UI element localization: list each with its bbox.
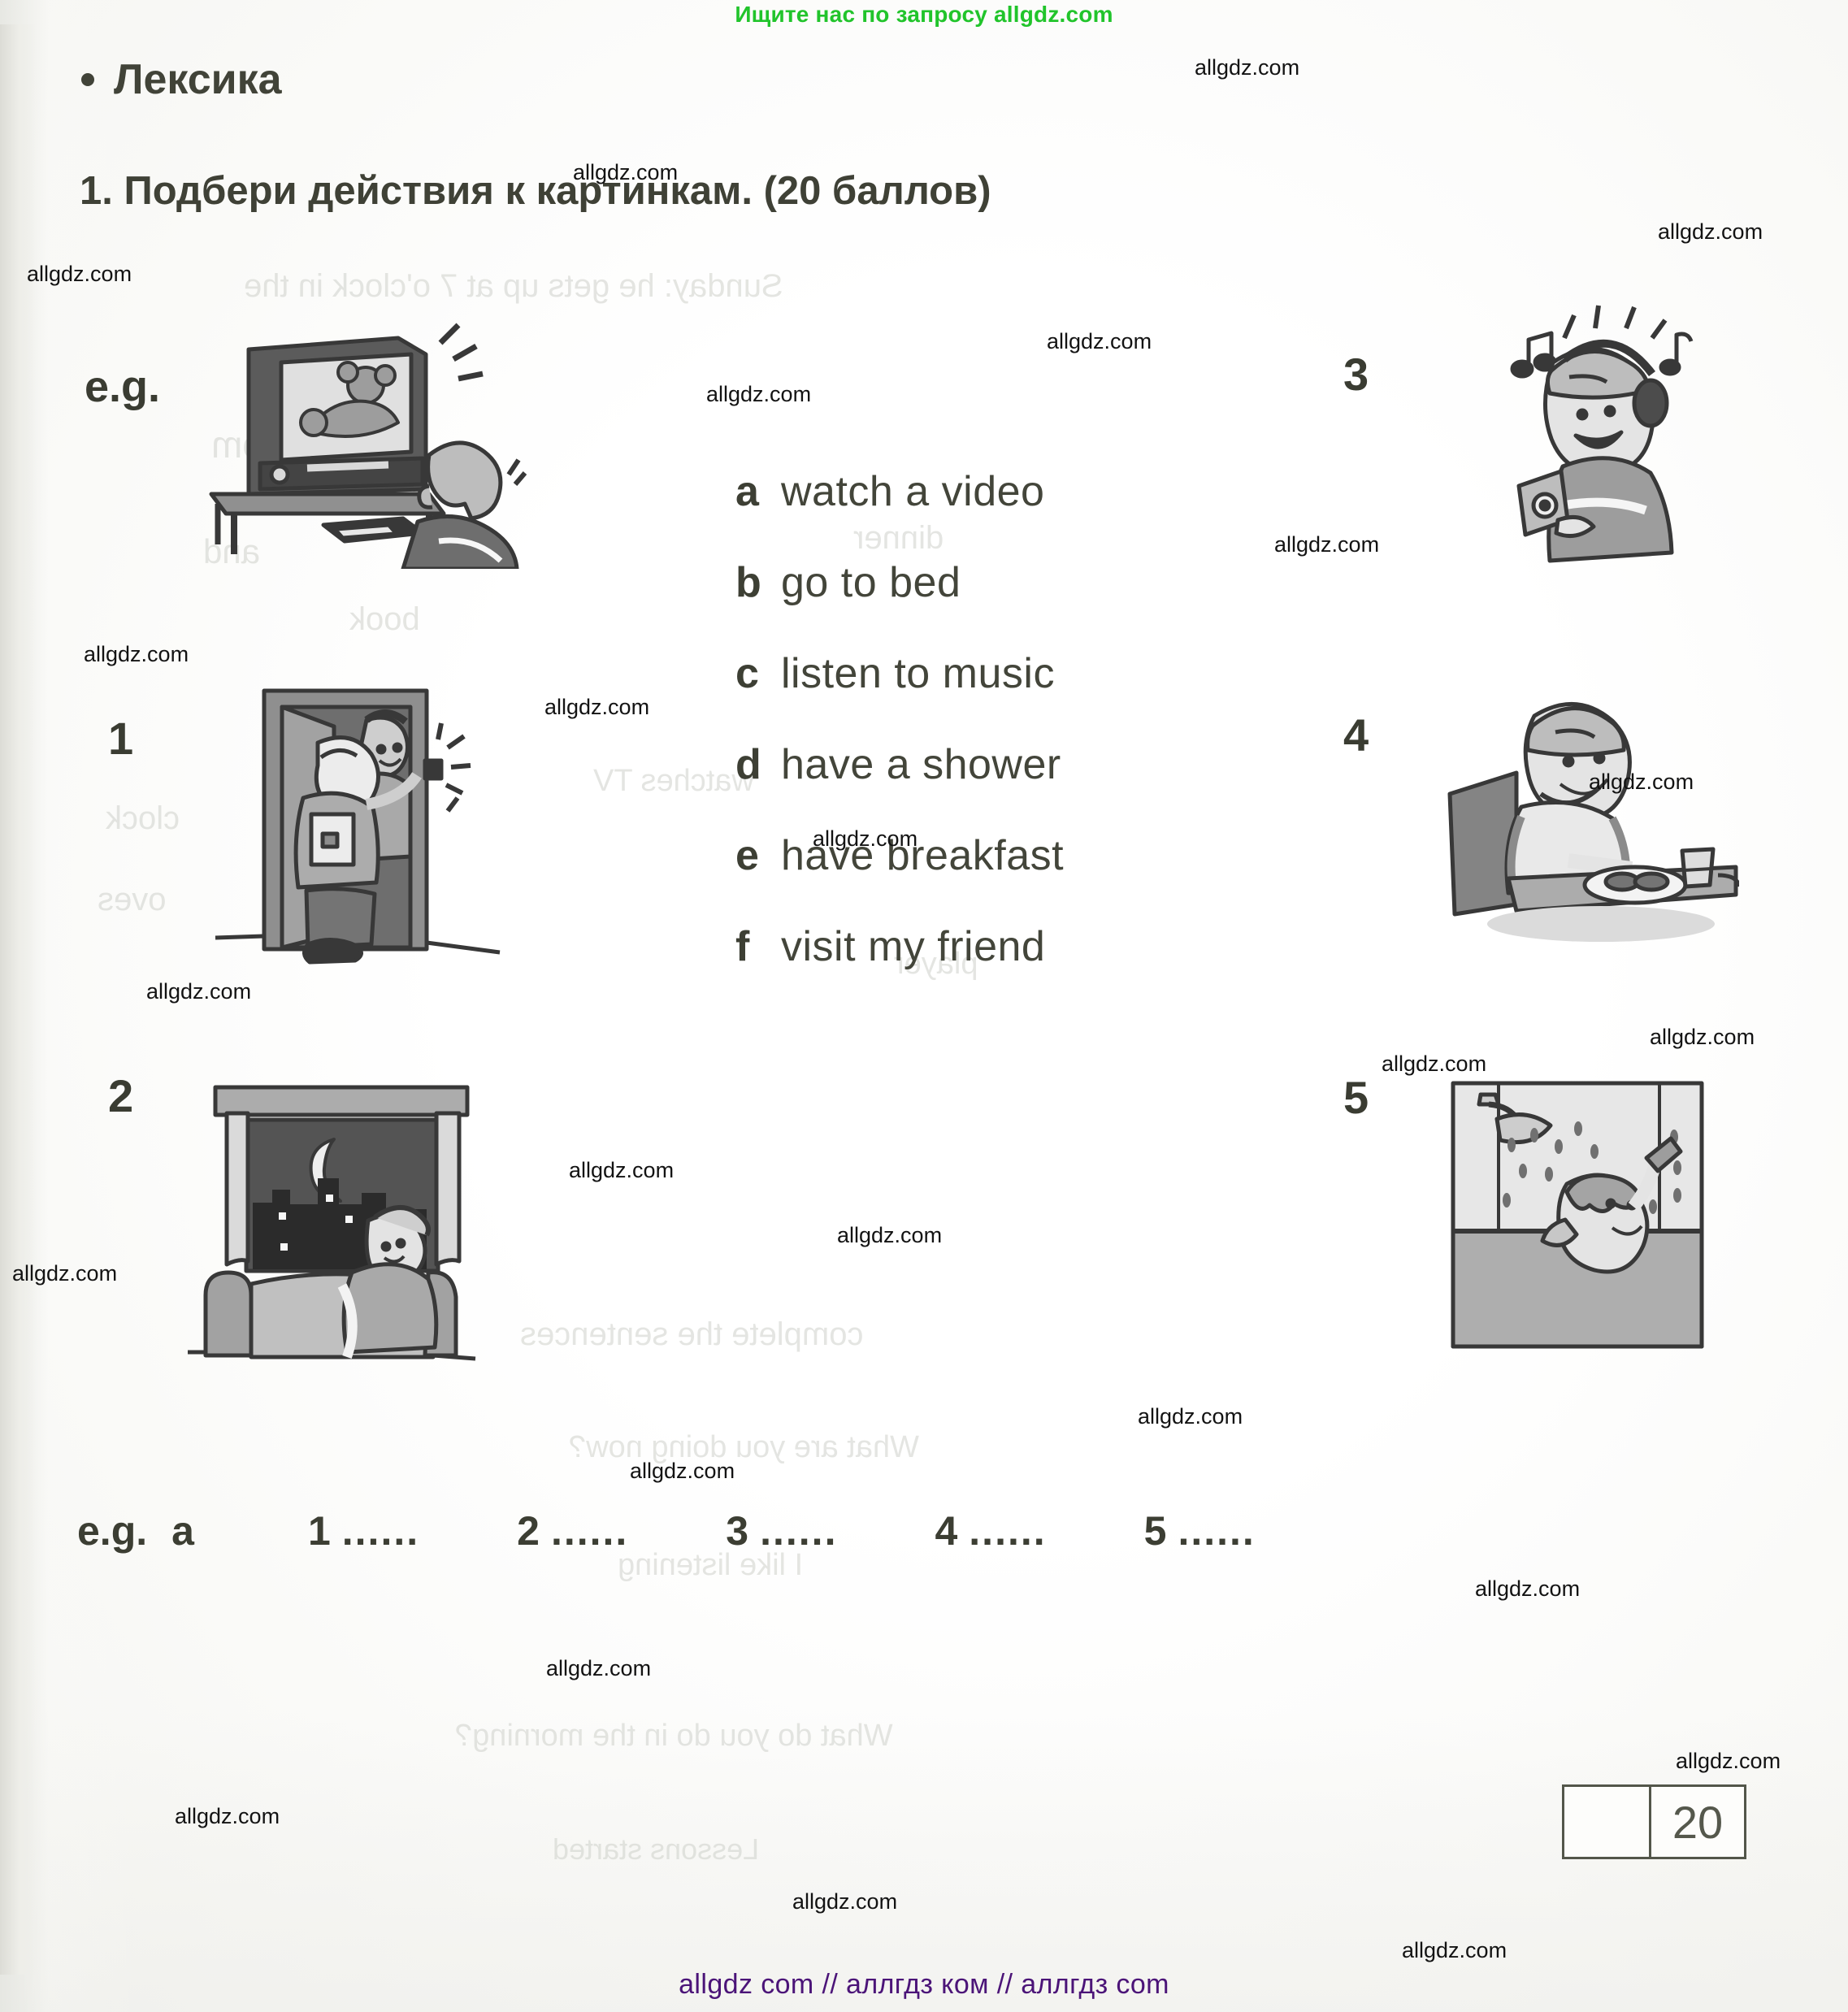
word-text-d: have a shower [781,741,1061,788]
watermark-stamp: allgdz.com [84,642,189,666]
watermark-stamp: allgdz.com [1676,1749,1781,1773]
ghost-text: Lessons started [553,1832,760,1866]
answer-blank-1[interactable]: 1...... [308,1507,419,1555]
answer-number-4: 4 [935,1508,958,1554]
watermark-stamp: allgdz.com [1138,1404,1243,1429]
breakfast-icon [1438,687,1739,955]
ghost-text: What are you doing now? [569,1430,919,1464]
word-letter-c: c [735,650,759,697]
shower-icon [1445,1077,1713,1353]
ghost-text: Sunday: he gets up at 7 o'clock in the [244,268,783,304]
word-list-item: b go to bed [735,558,1191,607]
answer-dots-2: ...... [550,1508,629,1554]
word-letter-e: e [735,832,759,879]
watermark-stamp: allgdz.com [1382,1052,1487,1076]
answer-dots-5: ...... [1178,1508,1256,1554]
ghost-text: book [349,601,420,637]
ghost-text: clock [106,800,180,836]
watermark-stamp: allgdz.com [630,1459,735,1483]
word-letter-f: f [735,923,750,970]
answer-blank-5[interactable]: 5...... [1144,1507,1256,1555]
watermark-stamp: allgdz.com [146,979,252,1004]
word-text-c: listen to music [781,650,1055,697]
answer-dots-1: ...... [341,1508,420,1554]
site-footer: allgdz com // аллгдз ком // аллгдз com [679,1969,1169,2000]
watermark-stamp: allgdz.com [27,262,132,286]
ghost-text: oves [98,882,167,917]
tv-video-icon [185,301,527,569]
word-text-f: visit my friend [781,923,1046,970]
watermark-stamp: allgdz.com [175,1804,280,1828]
word-list-item: c listen to music [735,649,1191,698]
word-letter-d: d [735,741,761,788]
watermark-stamp: allgdz.com [1195,55,1300,80]
watermark-stamp: allgdz.com [1402,1938,1507,1962]
section-heading-label: Лексика [114,56,282,103]
headphones-icon [1467,293,1727,593]
watermark-stamp: allgdz.com [544,695,650,719]
watermark-stamp: allgdz.com [1274,532,1380,557]
picture-label-3: 3 [1343,349,1369,400]
watermark-stamp: allgdz.com [569,1158,675,1182]
word-text-e: have breakfast [781,832,1065,879]
answer-dots-3: ...... [760,1508,838,1554]
watermark-stamp: allgdz.com [706,382,812,406]
answer-dots-4: ...... [969,1508,1047,1554]
word-list-item: f visit my friend [735,922,1191,971]
doorbell-icon [207,683,508,975]
score-total-cell: 20 [1672,1796,1724,1848]
bullet-icon [81,73,94,86]
watermark-stamp: allgdz.com [1650,1025,1755,1049]
word-text-a: watch a video [781,468,1045,515]
night-bed-icon [183,1081,532,1373]
word-text-b: go to bed [781,559,961,606]
picture-label-1: 1 [108,713,134,764]
promo-banner: Ищите нас по запросу allgdz.com [735,2,1113,27]
word-list-item: a watch a video [735,467,1191,516]
answer-blank-4[interactable]: 4...... [935,1507,1046,1555]
score-box: 20 [1562,1784,1746,1859]
answer-number-2: 2 [517,1508,540,1554]
section-heading: Лексика [81,55,282,104]
picture-label-4: 4 [1343,709,1369,761]
watermark-stamp: allgdz.com [1475,1576,1581,1601]
picture-label-5: 5 [1343,1072,1369,1123]
answer-row: e.g. a 1...... 2...... 3...... 4...... 5… [77,1507,1703,1555]
picture-label-2: 2 [108,1070,134,1121]
answer-example-value: a [171,1508,194,1554]
task-heading: 1. Подбери действия к картинкам. (20 бал… [80,169,991,213]
watermark-stamp: allgdz.com [792,1889,898,1914]
page-spine-shadow [0,24,36,1975]
action-word-list: a watch a video b go to bed c listen to … [735,467,1191,1013]
watermark-stamp: allgdz.com [1658,219,1763,244]
answer-blank-3[interactable]: 3...... [726,1507,837,1555]
ghost-text: What do you do in the morning? [455,1719,893,1753]
watermark-stamp: allgdz.com [837,1223,943,1247]
picture-label-eg: e.g. [85,362,161,411]
answer-blank-2[interactable]: 2...... [517,1507,628,1555]
answer-number-5: 5 [1143,1508,1167,1554]
watermark-stamp: allgdz.com [546,1656,652,1680]
watermark-stamp: allgdz.com [1047,329,1152,353]
answer-example-label: e.g. [77,1508,148,1554]
answer-number-3: 3 [726,1508,749,1554]
word-letter-b: b [735,559,761,606]
score-input-cell[interactable] [1564,1787,1651,1857]
ghost-text: complete the sentences [520,1316,864,1352]
watermark-stamp: allgdz.com [12,1261,118,1286]
word-list-item: d have a shower [735,740,1191,789]
word-list-item: e have breakfast [735,831,1191,880]
answer-number-1: 1 [307,1508,331,1554]
ghost-text: watches TV [593,764,754,798]
word-letter-a: a [735,468,759,515]
